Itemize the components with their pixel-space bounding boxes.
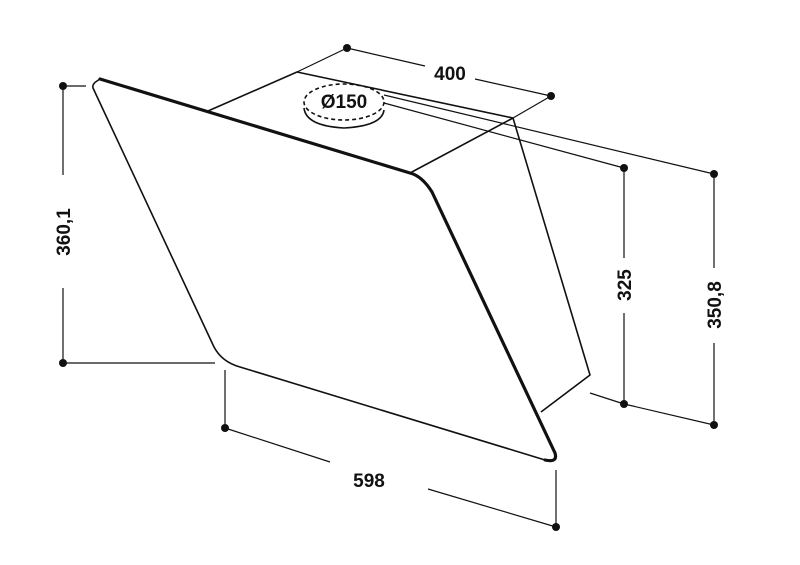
glass-panel [92,77,558,463]
duct-outlet: Ø150 [303,83,385,129]
dimension-360-1: 360,1 [54,82,215,367]
dimension-350-8: 350,8 [383,94,726,429]
height-350-8-label: 350,8 [705,281,726,329]
hood-body [207,71,591,413]
height-360-1-label: 360,1 [54,208,75,256]
height-325-label: 325 [615,269,636,301]
dimension-400: 400 [296,44,555,119]
duct-diameter-label: Ø150 [321,92,367,113]
depth-400-label: 400 [434,64,466,85]
width-598-label: 598 [353,471,385,492]
dimension-598: 598 [221,370,560,531]
dimension-325: 325 [383,102,636,408]
